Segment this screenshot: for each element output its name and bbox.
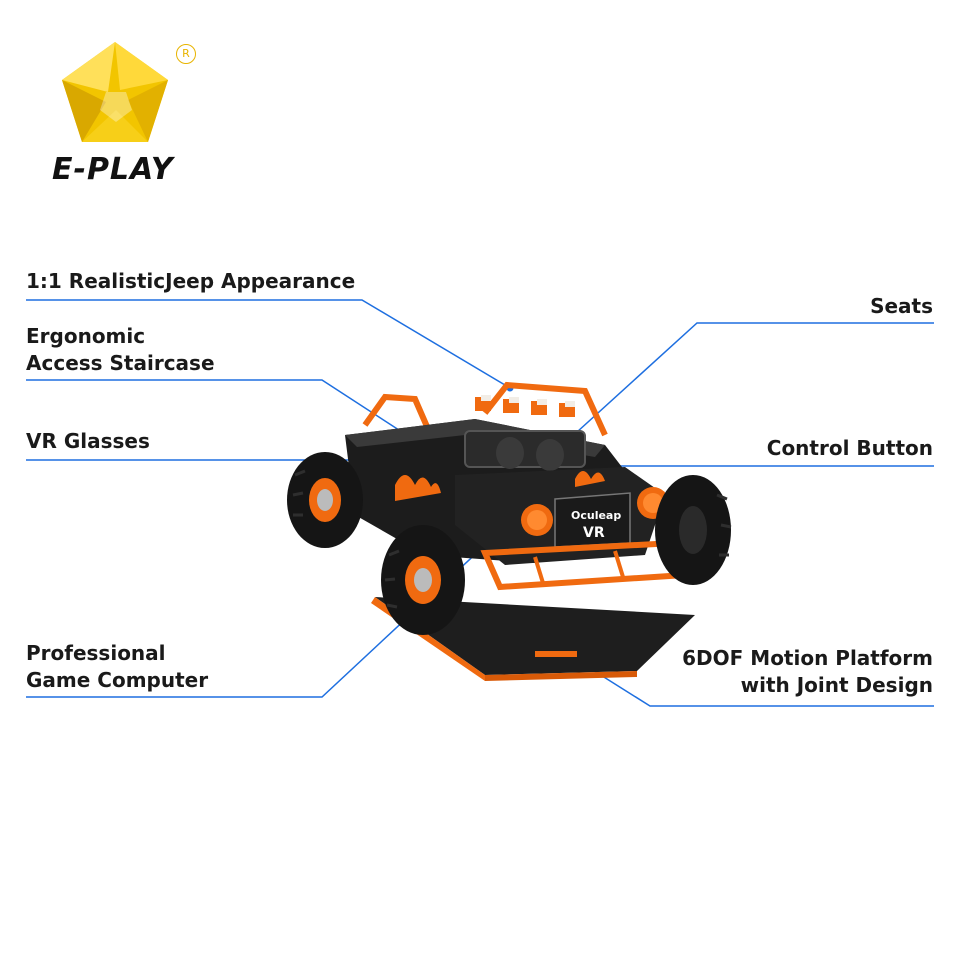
callout-game-computer-line2: Game Computer [26, 668, 209, 692]
callout-motion-platform-line1: 6DOF Motion Platform [682, 646, 933, 670]
callout-motion-platform-line2: with Joint Design [740, 673, 933, 697]
brand-name: E-PLAY [52, 152, 174, 187]
callout-line-realistic-jeep [26, 299, 511, 389]
callout-staircase-line1: Ergonomic [26, 324, 146, 348]
callout-realistic-jeep: 1:1 RealisticJeep Appearance [26, 269, 356, 293]
vr-jeep-simulator-image: Oculeap VR [287, 381, 732, 681]
registered-trademark-icon: R [176, 44, 196, 64]
callout-seats: Seats [870, 294, 933, 318]
e-play-logo-pentagon-icon [62, 42, 168, 142]
callout-staircase-line2: Access Staircase [26, 351, 215, 375]
callout-line-seats [554, 322, 934, 453]
hood-text: Oculeap [571, 509, 621, 522]
hood-logo: VR [583, 525, 605, 541]
callout-vr-glasses: VR Glasses [26, 429, 150, 453]
callout-game-computer-line1: Professional [26, 641, 166, 665]
callout-control-button: Control Button [766, 436, 933, 460]
